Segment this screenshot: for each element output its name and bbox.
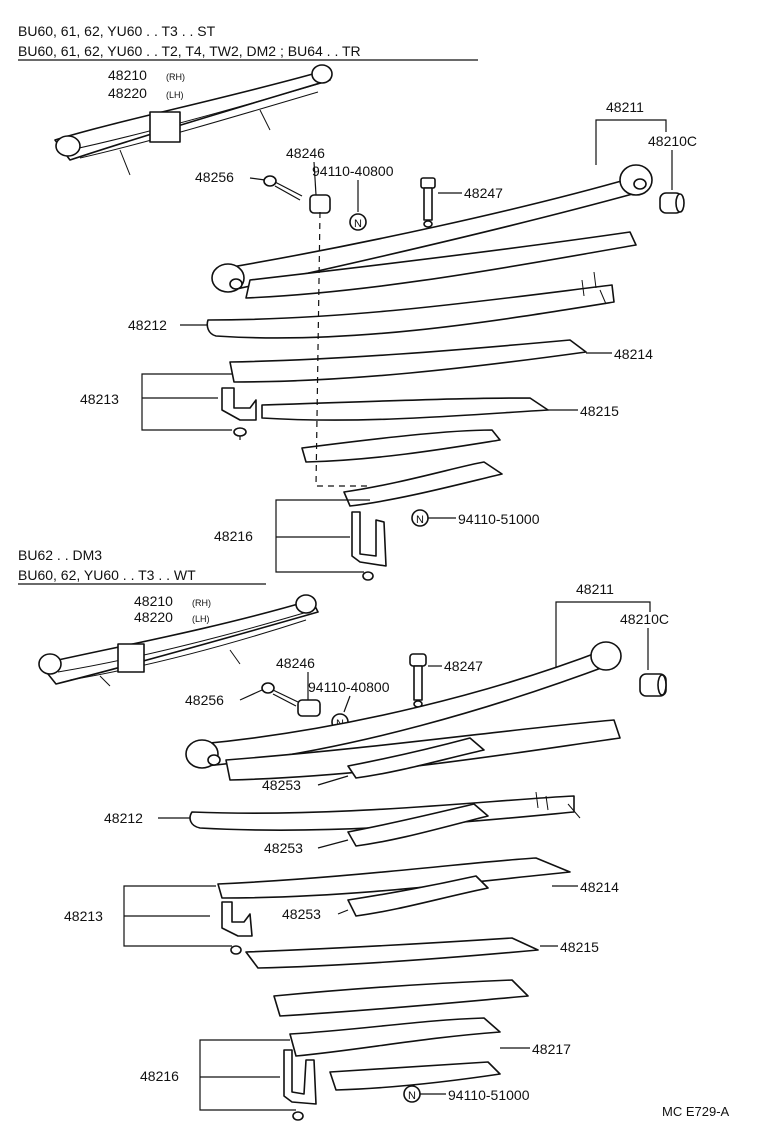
- bottom-label-48220: 48220: [134, 609, 173, 625]
- top-label-48220-lh: (LH): [166, 90, 184, 100]
- top-leaf-2: [245, 231, 637, 299]
- top-spring-assembly-thumbnail: [54, 64, 333, 176]
- bottom-label-48247: 48247: [444, 658, 483, 674]
- top-leaf-48215: [261, 397, 549, 421]
- bottom-main-leaf-48211: [185, 641, 622, 769]
- bottom-label-48253-b: 48253: [264, 840, 303, 856]
- top-leaf-7: [343, 461, 503, 507]
- bottom-leaf-7: [289, 1017, 501, 1057]
- top-main-leaf-48211: [211, 164, 653, 293]
- bottom-n-symbol-2-label: N: [408, 1090, 416, 1102]
- top-n-symbol-2-label: N: [416, 514, 424, 526]
- bottom-label-94110-40800: 94110-40800: [308, 679, 390, 695]
- bottom-label-94110-51000: 94110-51000: [448, 1087, 530, 1103]
- bottom-label-48246: 48246: [276, 655, 315, 671]
- drawing-code: MC E729-A: [662, 1104, 730, 1119]
- bottom-label-48253-a: 48253: [262, 777, 301, 793]
- bottom-label-48210c: 48210C: [620, 611, 669, 627]
- top-section: BU60, 61, 62, YU60 . . T3 . . ST BU60, 6…: [18, 23, 697, 581]
- bottom-label-48210: 48210: [134, 593, 173, 609]
- bottom-pin-48246: [297, 699, 321, 717]
- top-label-48214: 48214: [614, 346, 653, 362]
- top-label-48210: 48210: [108, 67, 147, 83]
- top-label-48215: 48215: [580, 403, 619, 419]
- top-label-48213: 48213: [80, 391, 119, 407]
- bottom-label-48215: 48215: [560, 939, 599, 955]
- bottom-leaf-48215: [245, 937, 539, 969]
- bottom-label-48212: 48212: [104, 810, 143, 826]
- bottom-bushing-48210c: [639, 673, 667, 697]
- top-clip-48216: [351, 511, 387, 567]
- bottom-bolt-48247: [409, 653, 427, 708]
- bottom-leaf-48212: [189, 795, 575, 831]
- bottom-leaf-48214: [217, 857, 571, 899]
- top-label-48216: 48216: [214, 528, 253, 544]
- bottom-header-line2: BU60, 62, YU60 . . T3 . . WT: [18, 567, 196, 583]
- bottom-label-48216: 48216: [140, 1068, 179, 1084]
- top-bushing-48210c: [659, 192, 685, 214]
- top-pin-48246: [309, 194, 331, 214]
- bottom-label-48214: 48214: [580, 879, 619, 895]
- bottom-section: BU62 . . DM3 BU60, 62, YU60 . . T3 . . W…: [18, 547, 669, 1121]
- bottom-label-48213: 48213: [64, 908, 103, 924]
- bottom-liner-48253-c: [347, 875, 489, 917]
- bottom-label-48220-lh: (LH): [192, 614, 210, 624]
- bottom-spring-assembly-thumbnail: [38, 594, 319, 687]
- bottom-liner-48253-a: [347, 737, 485, 779]
- top-rivet-48216: [362, 571, 374, 581]
- top-bolt-48247: [420, 177, 436, 228]
- bottom-label-48253-c: 48253: [282, 906, 321, 922]
- bottom-leaf-48217: [329, 1061, 501, 1091]
- top-label-94110-40800: 94110-40800: [312, 163, 394, 179]
- top-label-48247: 48247: [464, 185, 503, 201]
- top-center-bolt-axis: [315, 211, 368, 487]
- top-label-48212: 48212: [128, 317, 167, 333]
- top-label-48211: 48211: [606, 99, 644, 115]
- top-label-48256: 48256: [195, 169, 234, 185]
- top-leaf-48214: [229, 339, 587, 383]
- bottom-label-48210-rh: (RH): [192, 598, 211, 608]
- top-n-symbol-label: N: [354, 218, 362, 230]
- bottom-header-line1: BU62 . . DM3: [18, 547, 102, 563]
- bottom-label-48217: 48217: [532, 1041, 571, 1057]
- top-header-line2: BU60, 61, 62, YU60 . . T2, T4, TW2, DM2 …: [18, 43, 361, 59]
- top-rivet-48213: [233, 427, 247, 440]
- bottom-liner-48253-b: [347, 803, 489, 847]
- bottom-clip-48213: [221, 901, 253, 937]
- bottom-bolt-48256: [261, 682, 299, 707]
- top-label-48210-rh: (RH): [166, 72, 185, 82]
- bottom-leaf-6: [273, 979, 529, 1017]
- bottom-rivet-48213: [230, 945, 242, 955]
- top-n-symbol-icon: [349, 213, 367, 231]
- top-label-48246: 48246: [286, 145, 325, 161]
- top-leaf-6: [301, 429, 501, 463]
- bottom-rivet-48216: [292, 1111, 304, 1121]
- top-header-line1: BU60, 61, 62, YU60 . . T3 . . ST: [18, 23, 216, 39]
- top-bolt-48256: [263, 175, 303, 201]
- top-leaf-48212: [206, 284, 615, 339]
- bottom-label-48256: 48256: [185, 692, 224, 708]
- bottom-clip-48216: [283, 1049, 317, 1105]
- top-clip-48213: [221, 387, 257, 421]
- bottom-label-48211: 48211: [576, 581, 614, 597]
- top-label-48210c: 48210C: [648, 133, 697, 149]
- top-label-48220: 48220: [108, 85, 147, 101]
- top-label-94110-51000: 94110-51000: [458, 511, 540, 527]
